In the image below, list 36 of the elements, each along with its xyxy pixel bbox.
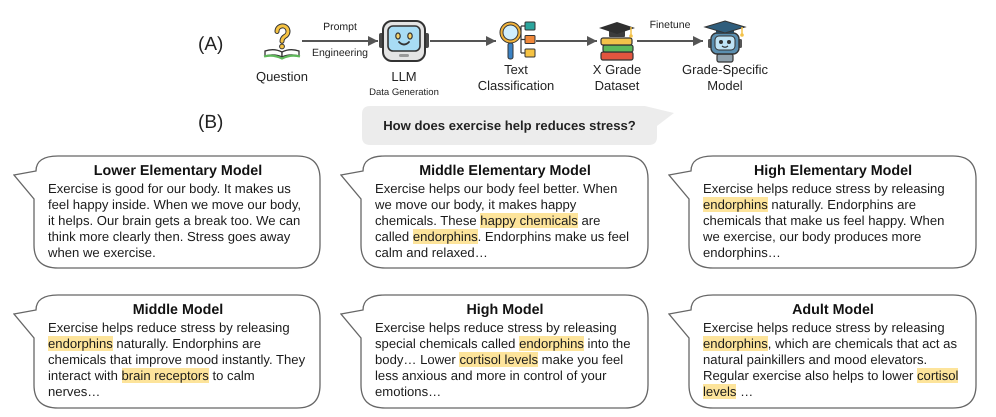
arrow [536,36,597,46]
answer-text: Exercise helps reduce stress by releasing special chemicals called endorphins into the body… Lower cortisol levels make you feel less anxious and more in control of your emotions… [375,320,632,400]
step-caption: Question [256,69,308,85]
answer-speech-bubble [668,155,977,269]
step-caption: X Grade Dataset [592,62,642,94]
answer-speech-bubble [13,294,321,409]
panel-label: (B) [198,111,224,135]
answer-text: Exercise helps reduce stress by releasing endorphins naturally. Endorphins are chemicals that improve mood instantly. They interact with brain receptors to calm nerves… [48,320,306,400]
answer-speech-bubble [668,294,977,409]
arrow [637,36,703,46]
arrow [430,36,496,46]
model-title: Middle Elementary Model [419,162,591,181]
answer-speech-bubble [13,155,321,269]
question-book-icon [262,22,302,60]
model-title: Adult Model [792,301,874,320]
arrow [302,36,378,46]
robot-cap-icon [703,20,747,63]
model-title: High Model [466,301,544,320]
model-title: High Elementary Model [754,162,912,181]
edge-label: Finetune [650,18,690,32]
step-caption: Grade-Specific Model [681,62,769,94]
answer-text: Exercise is good for our body. It makes us feel happy inside. When we move our body, it helps. Our brain gets a break too. We can think more clearly then. Stress goes away when we exercise. [48,181,302,261]
answer-speech-bubble [340,155,649,269]
answer-text: Exercise helps reduce stress by releasing endorphins naturally. Endorphins are chemicals that make us feel happy. When we exercise, our body produces more endorphins… [703,181,946,261]
model-title: Middle Model [132,301,224,320]
edge-label: Prompt Engineering [310,20,370,61]
books-cap-icon [597,20,637,62]
answer-text: Exercise helps reduce stress by releasing endorphins, which are chemicals that act as natural painkillers and mood elevators. Regular exercise also helps to lower cortisol levels … [703,320,960,400]
answer-speech-bubble [340,294,649,409]
step-caption: LLM [391,69,417,85]
model-title: Lower Elementary Model [94,162,262,181]
panel-label: (A) [198,33,224,57]
step-caption: Text Classification [476,62,556,94]
answer-text: Exercise helps our body feel better. When we move our body, it makes happy chemicals. These happy chemicals are called endorphins. Endorphins make us feel calm and relaxed… [375,181,630,261]
question-text: How does exercise help reduces stress? [383,118,636,134]
step-subcaption: Data Generation [369,87,439,99]
